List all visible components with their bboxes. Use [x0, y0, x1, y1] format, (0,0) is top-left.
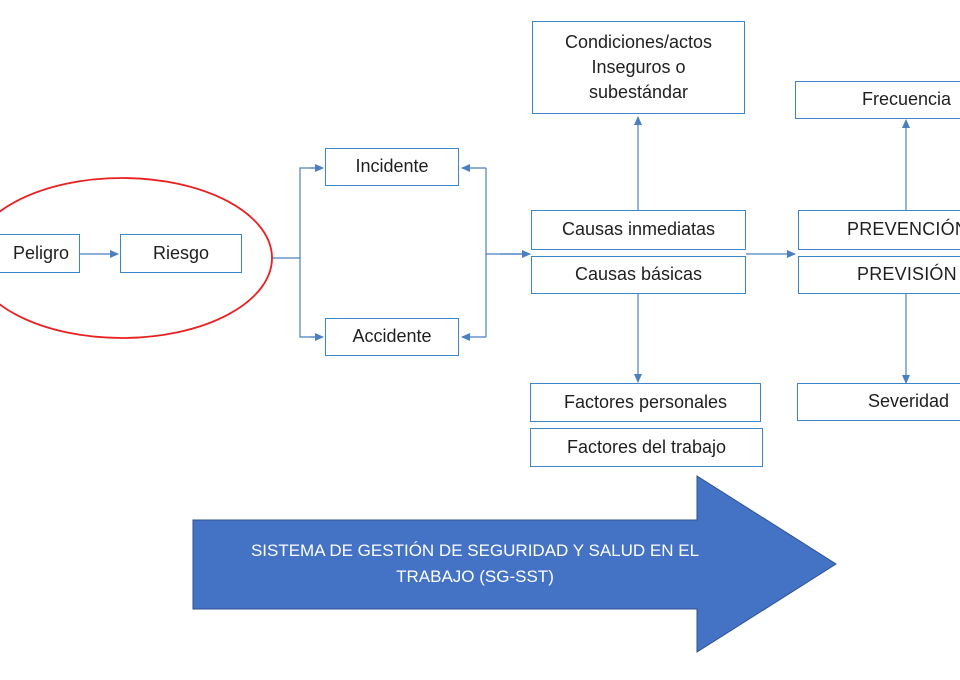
frecuencia-box: Frecuencia	[795, 81, 960, 119]
prevencion-box: PREVENCIÓN	[798, 210, 960, 250]
condiciones-box: Condiciones/actos Inseguros o subestánda…	[532, 21, 745, 114]
accidente-box: Accidente	[325, 318, 459, 356]
causas-basicas-label: Causas básicas	[574, 264, 703, 285]
riesgo-box: Riesgo	[120, 234, 242, 273]
factores-trabajo-label: Factores del trabajo	[566, 436, 727, 457]
factores-trabajo-box: Factores del trabajo	[530, 428, 763, 467]
prevision-label: PREVISIÓN	[857, 264, 957, 285]
incidente-label: Incidente	[355, 156, 429, 177]
sg-sst-arrow-shape	[192, 475, 837, 653]
causas-inmediatas-label: Causas inmediatas	[561, 219, 716, 240]
peligro-label: Peligro	[12, 242, 69, 263]
accidente-label: Accidente	[352, 326, 432, 347]
frecuencia-label: Frecuencia	[862, 89, 952, 110]
connector-bracket-right	[485, 168, 530, 337]
prevision-box: PREVISIÓN	[798, 256, 960, 294]
prevencion-label: PREVENCIÓN	[847, 219, 960, 240]
causas-basicas-box: Causas básicas	[531, 256, 746, 294]
severidad-box: Severidad	[797, 383, 960, 421]
hazard-risk-ellipse	[0, 177, 273, 339]
condiciones-line-3: subestándar	[588, 82, 689, 103]
severidad-label: Severidad	[868, 391, 950, 412]
condiciones-line-1: Condiciones/actos	[564, 31, 713, 52]
incidente-box: Incidente	[325, 148, 459, 186]
connector-riesgo-split	[272, 167, 322, 338]
factores-personales-label: Factores personales	[563, 391, 728, 412]
riesgo-label: Riesgo	[152, 242, 210, 263]
peligro-box: Peligro	[0, 234, 80, 273]
condiciones-line-2: Inseguros o	[591, 56, 686, 77]
factores-personales-box: Factores personales	[530, 383, 761, 422]
causas-inmediatas-box: Causas inmediatas	[531, 210, 746, 250]
sg-sst-arrow-label: SISTEMA DE GESTIÓN DE SEGURIDAD Y SALUD …	[250, 541, 700, 587]
